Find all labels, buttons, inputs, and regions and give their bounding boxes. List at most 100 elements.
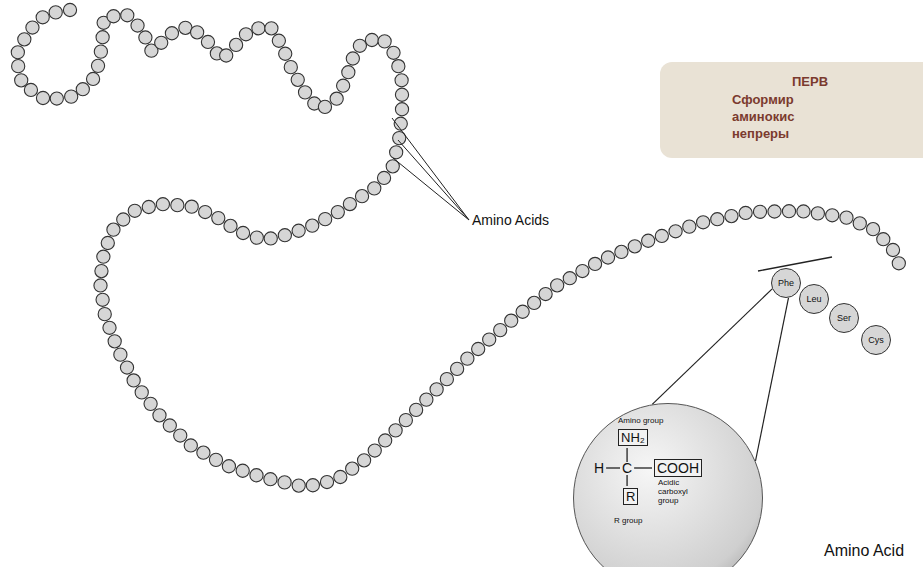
amino-acid-bead: [342, 66, 355, 79]
amino-acid-bead: [343, 197, 356, 210]
leader-line: [393, 158, 469, 220]
amino-acid-bead: [306, 479, 319, 492]
amino-acid-bead: [128, 204, 141, 217]
amino-acid-bead: [272, 34, 285, 47]
amino-acid-bead: [197, 446, 210, 459]
amino-acid-bead: [36, 11, 49, 24]
chemical-bond: [634, 467, 652, 468]
amino-acid-bead: [26, 21, 39, 34]
amino-acid-bead: [387, 46, 400, 59]
amino-acid-bead: [174, 429, 187, 442]
amino-acid-bead: [892, 257, 905, 270]
amino-acid-bead: [563, 272, 576, 285]
amino-acid-bead: [50, 92, 63, 105]
note-box: ПЕРВСформир аминокис непреры: [660, 62, 923, 158]
amino-acid-bead: [117, 213, 130, 226]
amino-acid-bead: [94, 45, 107, 58]
amino-acid-bead: [163, 419, 176, 432]
amino-acid-bead: [516, 305, 529, 318]
amino-acid-bead: [655, 229, 668, 242]
amino-acid-bead: [98, 308, 111, 321]
amino-acid-bead: [94, 279, 107, 292]
amino-acid-bead: [410, 403, 423, 416]
structure-text: R: [623, 488, 638, 505]
amino-acid-bead: [505, 314, 518, 327]
amino-acid-bead: [153, 409, 166, 422]
amino-acid-bead: [642, 234, 655, 247]
amino-acid-bead: [155, 36, 168, 49]
amino-acid-bead: [628, 240, 641, 253]
amino-acid-bead: [18, 33, 31, 46]
amino-acid-bead: [95, 264, 108, 277]
chemical-bond: [626, 448, 627, 462]
amino-acid-bead: [97, 250, 110, 263]
amino-acid-bead: [551, 279, 564, 292]
amino-acid-bead: [811, 207, 824, 220]
leader-line: [398, 140, 469, 220]
amino-acid-bead: [284, 61, 297, 74]
amino-acid-bead: [877, 233, 890, 246]
amino-acid-bead: [797, 205, 810, 218]
amino-acid-bead: [306, 219, 319, 232]
chemical-bond: [606, 467, 620, 468]
residue-name: Ser: [837, 313, 851, 323]
amino-acid-bead: [420, 393, 433, 406]
amino-acid-bead: [365, 33, 378, 46]
amino-acid-bead: [121, 9, 134, 22]
magnify-bracket: [758, 257, 832, 271]
amino-acid-bead: [114, 348, 127, 361]
amino-acid-bead: [377, 171, 390, 184]
amino-acid-bead: [24, 83, 37, 96]
amino-acid-bead: [483, 333, 496, 346]
amino-acid-bead: [278, 229, 291, 242]
amino-acid-bead: [239, 28, 252, 41]
amino-acid-bead: [107, 10, 120, 23]
structure-text: H: [594, 460, 604, 476]
amino-acid-bead: [399, 414, 412, 427]
amino-acid-bead: [222, 460, 235, 473]
amino-acid-bead: [292, 224, 305, 237]
amino-acid-bead: [725, 209, 738, 222]
note-heading: ПЕРВ: [792, 74, 828, 89]
amino-acid-bead: [379, 434, 392, 447]
magnifier-line: [652, 289, 772, 404]
part-label: Amino Acids: [472, 212, 549, 228]
amino-acid-bead: [229, 38, 242, 51]
amino-acid-bead: [131, 19, 144, 32]
magnifier-line: [755, 298, 788, 461]
named-amino-acid: Phe: [771, 268, 801, 298]
amino-acid-bead: [368, 182, 381, 195]
named-amino-acid: Cys: [861, 325, 891, 355]
structure-text: Amino group: [618, 416, 663, 425]
amino-acid-bead: [199, 205, 212, 218]
structure-text: NH₂: [618, 429, 648, 446]
amino-acid-bead: [11, 46, 24, 59]
magnified-amino-acid: Amino groupNH₂HCCOOHRAcidic carboxyl gro…: [573, 403, 763, 567]
amino-acid-bead: [278, 476, 291, 489]
residue-name: Phe: [778, 278, 794, 288]
amino-acid-bead: [472, 342, 485, 355]
amino-acid-bead: [252, 22, 265, 35]
named-amino-acid: Ser: [829, 303, 859, 333]
amino-acid-bead: [15, 74, 28, 87]
amino-acid-bead: [236, 226, 249, 239]
amino-acid-bead: [683, 220, 696, 233]
amino-acid-bead: [76, 83, 89, 96]
amino-acid-bead: [65, 90, 78, 103]
amino-acid-bead: [264, 232, 277, 245]
amino-acid-bead: [250, 469, 263, 482]
amino-acid-bead: [440, 373, 453, 386]
amino-acid-bead: [292, 479, 305, 492]
amino-acid-bead: [108, 335, 121, 348]
amino-acid-bead: [378, 35, 391, 48]
leader-line: [392, 118, 469, 220]
amino-acid-bead: [144, 397, 157, 410]
amino-acid-bead: [389, 424, 402, 437]
amino-acid-bead: [220, 49, 233, 62]
amino-acid-bead: [279, 47, 292, 60]
amino-acid-bead: [739, 206, 752, 219]
amino-acid-bead: [697, 216, 710, 229]
amino-acid-bead: [753, 205, 766, 218]
amino-acid-bead: [368, 444, 381, 457]
